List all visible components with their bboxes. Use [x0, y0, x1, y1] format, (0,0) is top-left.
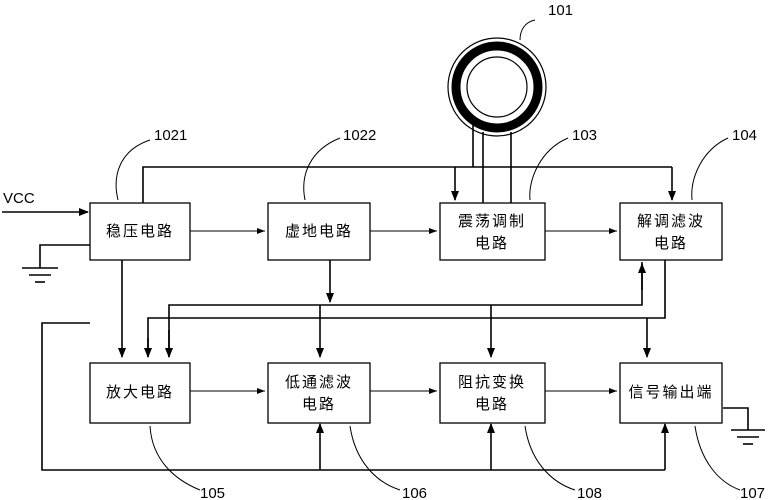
- block-lowpass-label-2: 电路: [302, 395, 336, 413]
- ground-symbol-right: [723, 407, 765, 445]
- ref-104: 104: [732, 127, 757, 144]
- block-amplifier-label: 放大电路: [106, 383, 174, 401]
- block-virtual-ground-label: 虚地电路: [285, 222, 353, 240]
- mid-rail: [168, 262, 643, 357]
- block-impedance-label-1: 阻抗变换: [458, 373, 526, 391]
- leader-107: [694, 425, 741, 491]
- block-regulator-label: 稳压电路: [106, 222, 174, 240]
- ref-103: 103: [572, 127, 597, 144]
- top-bus: [142, 166, 672, 203]
- block-amplifier: 放大电路: [89, 362, 191, 424]
- block-signal-output: 信号输出端: [619, 362, 723, 424]
- block-lowpass-label-1: 低通滤波: [285, 373, 353, 391]
- leader-103: [529, 137, 569, 201]
- block-oscillator-label-1: 震荡调制: [458, 212, 526, 230]
- leader-106: [349, 425, 401, 491]
- vcc-label: VCC: [3, 190, 35, 207]
- leader-105: [149, 425, 201, 491]
- ref-101: 101: [548, 2, 573, 19]
- block-demod-label-1: 解调滤波: [637, 212, 705, 230]
- toroid-sensor: [447, 37, 547, 137]
- ref-105: 105: [200, 485, 225, 500]
- ref-1021: 1021: [154, 127, 187, 144]
- ref-108: 108: [577, 485, 602, 500]
- block-impedance-label-2: 电路: [475, 395, 509, 413]
- ref-106: 106: [402, 485, 427, 500]
- demod-output-rail: [147, 260, 666, 357]
- block-oscillator-modulator: 震荡调制 电路: [439, 202, 546, 261]
- bottom-return-bus: [41, 322, 665, 471]
- leader-101: [519, 19, 536, 41]
- leader-104: [691, 137, 729, 201]
- block-signal-output-label: 信号输出端: [628, 383, 713, 401]
- block-virtual-ground: 虚地电路: [267, 202, 371, 261]
- block-demod-label-2: 电路: [654, 234, 688, 252]
- leader-1022: [303, 137, 341, 201]
- block-demod-filter: 解调滤波 电路: [619, 202, 723, 261]
- block-oscillator-label-2: 电路: [475, 234, 509, 252]
- block-impedance-transform: 阻抗变换 电路: [439, 362, 546, 424]
- ref-107: 107: [740, 485, 765, 500]
- leader-1021: [115, 139, 151, 201]
- block-lowpass-filter: 低通滤波 电路: [267, 362, 371, 424]
- block-regulator: 稳压电路: [89, 202, 191, 261]
- ref-1022: 1022: [343, 127, 376, 144]
- ground-symbol-left: [22, 244, 90, 283]
- leader-108: [524, 425, 576, 491]
